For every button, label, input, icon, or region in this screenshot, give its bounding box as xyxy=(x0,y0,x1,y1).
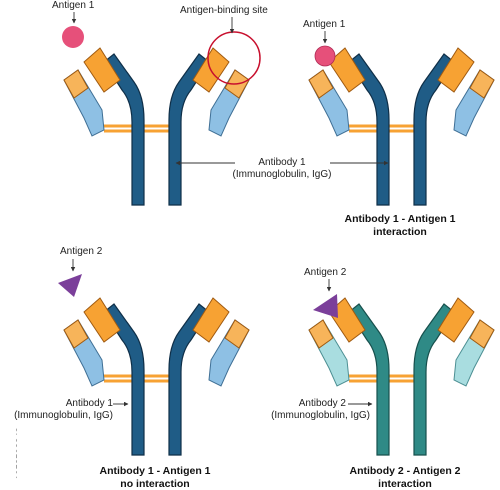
antigen-1-circle-bound xyxy=(314,45,336,67)
antibody-2-label: Antibody 2 xyxy=(298,398,346,409)
caption-bottom-right: Antibody 2 - Antigen 2 interaction xyxy=(330,465,480,490)
watermark-text: 1958508848 xyxy=(15,427,17,480)
antibody-1-bottom-left xyxy=(63,297,250,456)
antigen-binding-site-label: Antigen-binding site xyxy=(180,5,268,16)
antibody-1-top-right xyxy=(308,47,495,206)
antibody-1-subtitle: (Immunoglobulin, IgG) xyxy=(232,169,332,180)
caption-bottom-right-line1: Antibody 2 - Antigen 2 xyxy=(349,465,461,477)
antibody-2-subtitle: (Immunoglobulin, IgG) xyxy=(271,410,370,421)
caption-bottom-right-line2: interaction xyxy=(378,477,432,490)
caption-top-right: Antibody 1 - Antigen 1 interaction xyxy=(325,213,475,238)
antigen-2-triangle xyxy=(58,274,82,297)
antibody-1-label: Antibody 1 xyxy=(258,157,306,168)
antigen-1-bound-label: Antigen 1 xyxy=(303,19,346,30)
caption-bottom-left-line2: no interaction xyxy=(120,477,190,490)
heavy-chain xyxy=(103,53,145,206)
antibody-1-top-left xyxy=(63,47,250,206)
antigen-1-label: Antigen 1 xyxy=(52,0,95,11)
caption-bottom-left-line1: Antibody 1 - Antigen 1 xyxy=(99,465,211,477)
antibody-1-bottom-label: Antibody 1 xyxy=(65,398,113,409)
caption-top-right-line2: interaction xyxy=(373,225,427,238)
caption-bottom-left: Antibody 1 - Antigen 1 no interaction xyxy=(80,465,230,490)
antigen-2-triangle-bound xyxy=(313,294,338,318)
heavy-chain xyxy=(348,303,390,456)
watermark-id: 1958508848 xyxy=(1,300,17,490)
heavy-chain xyxy=(168,53,210,206)
antigen-2-bound-label: Antigen 2 xyxy=(304,267,347,278)
heavy-chain xyxy=(413,53,455,206)
antigen-2-label: Antigen 2 xyxy=(60,246,103,257)
caption-top-right-line1: Antibody 1 - Antigen 1 xyxy=(344,213,456,225)
antibody-1-bottom-subtitle: (Immunoglobulin, IgG) xyxy=(14,410,113,421)
heavy-chain xyxy=(168,303,210,456)
antibody-2-bottom-right xyxy=(308,297,495,456)
heavy-chain xyxy=(348,53,390,206)
heavy-chain xyxy=(103,303,145,456)
heavy-chain xyxy=(413,303,455,456)
antigen-1-circle xyxy=(62,26,84,48)
